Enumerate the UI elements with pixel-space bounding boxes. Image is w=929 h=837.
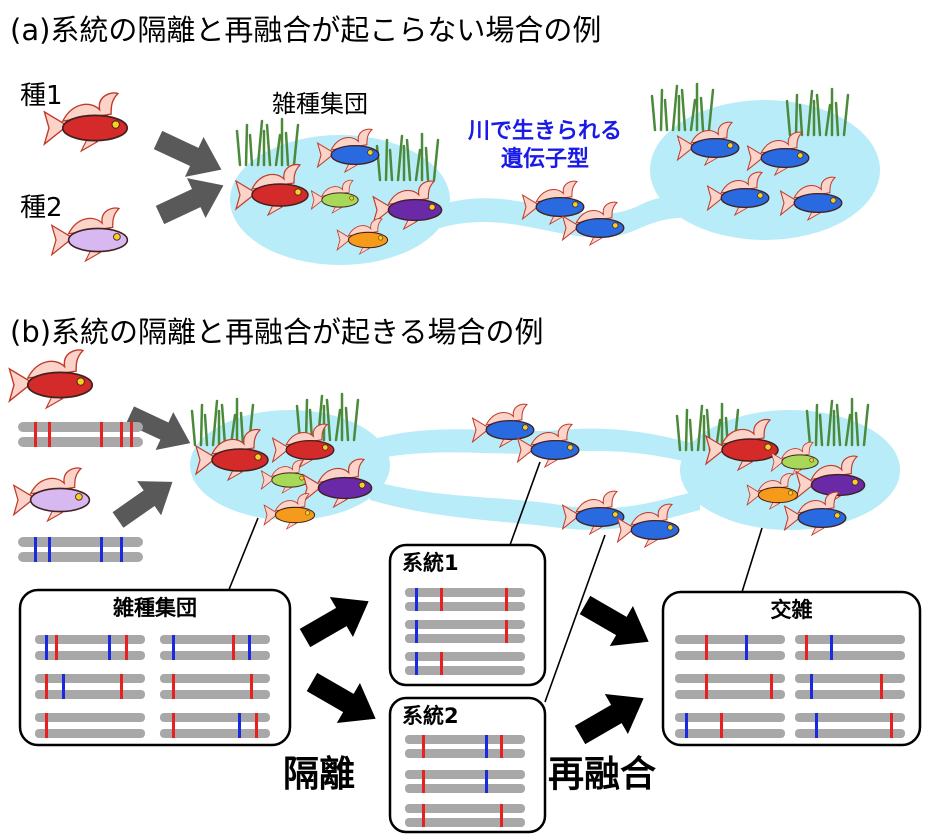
label-isolation: 隔離 (283, 754, 356, 795)
chromosomes-cross (675, 635, 905, 738)
box-cross (661, 590, 922, 747)
title-a: (a)系統の隔離と再融合が起こらない場合の例 (10, 13, 602, 47)
box-cross-title: 交雑 (770, 598, 813, 622)
box-hybrid-title: 雑種集団 (113, 596, 197, 620)
connector-lines (227, 461, 763, 703)
label-species2: 種2 (20, 193, 63, 223)
chromosome-species2 (18, 537, 143, 562)
box-lineage2-title: 系統2 (402, 704, 459, 728)
river-genotype-line1: 川で生きられる (467, 119, 622, 144)
chromosomes-lineage1 (405, 588, 525, 675)
box-lineage1 (388, 543, 547, 687)
chromosomes-lineage2 (405, 735, 525, 827)
box-lineage2 (388, 696, 547, 834)
fish-species2 (51, 207, 129, 262)
chromosomes-hybrid (35, 635, 270, 738)
label-refusion: 再融合 (548, 754, 657, 795)
title-b: (b)系統の隔離と再融合が起きる場合の例 (10, 315, 544, 349)
label-species1: 種1 (20, 81, 63, 111)
label-river-genotype: 川で生きられる 遺伝子型 (455, 118, 635, 173)
chromosome-species1 (18, 422, 143, 447)
box-lineage1-title: 系統1 (402, 551, 459, 575)
box-hybrid (18, 588, 292, 747)
label-hybrid-population: 雑種集団 (272, 90, 368, 118)
river-genotype-line2: 遺伝子型 (500, 146, 589, 172)
fish-species1-b (8, 349, 94, 409)
fish-species2-b (13, 467, 91, 522)
